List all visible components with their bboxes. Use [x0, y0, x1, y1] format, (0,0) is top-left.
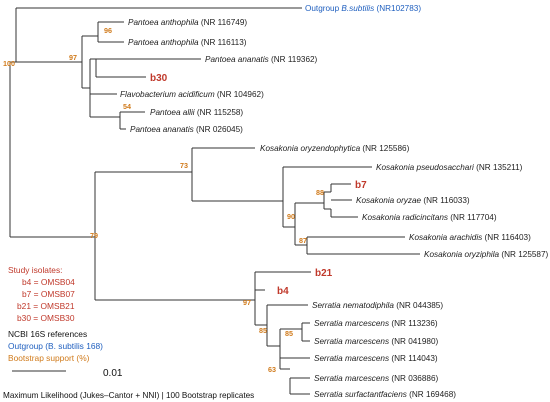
study-isolates: b30 b7 b21 b4 [150, 73, 367, 297]
leaf-label: Serratia nematodiphila (NR 044385) [312, 301, 443, 310]
bootstrap-value: 79 [90, 231, 98, 240]
leaf-label: Kosakonia arachidis (NR 116403) [409, 233, 531, 242]
legend-outgroup: Outgroup (B. subtilis 168) [8, 341, 103, 351]
leaf-label: Pantoea ananatis (NR 026045) [130, 125, 243, 134]
leaf-label: Kosakonia oryzae (NR 116033) [356, 196, 470, 205]
leaf-label: Serratia marcescens (NR 041980) [314, 337, 439, 346]
bootstrap-value: 87 [299, 236, 307, 245]
isolate-label-b7: b7 [355, 180, 367, 191]
method-caption: Maximum Likelihood (Jukes–Cantor + NNI) … [3, 391, 254, 400]
bootstrap-value: 73 [180, 161, 188, 170]
leaf-label: Pantoea anthophila (NR 116113) [128, 38, 247, 47]
bootstrap-values: 100 96 97 54 73 88 90 87 79 97 85 85 63 [3, 26, 324, 374]
leaf-label: Kosakonia oryziphila (NR 125587) [424, 250, 549, 259]
leaf-label: Kosakonia radicincitans (NR 117704) [362, 213, 497, 222]
legend-item: b21 = OMSB21 [17, 301, 75, 311]
isolate-label-b21: b21 [315, 268, 333, 279]
isolate-label-b4: b4 [277, 286, 289, 297]
leaf-label: Serratia marcescens (NR 113236) [314, 319, 438, 328]
legend-item: b30 = OMSB30 [17, 313, 75, 323]
bootstrap-value: 85 [259, 326, 267, 335]
legend-bootstrap: Bootstrap support (%) [8, 353, 90, 363]
leaf-label: Serratia marcescens (NR 036886) [314, 374, 439, 383]
leaf-label: Flavobacterium acidificum (NR 104962) [120, 90, 264, 99]
scale-bar: 0.01 [12, 368, 123, 379]
leaf-label: Serratia marcescens (NR 114043) [314, 354, 438, 363]
legend-ncbi: NCBI 16S references [8, 329, 87, 339]
leaf-label: Pantoea allii (NR 115258) [150, 108, 243, 117]
bootstrap-value: 90 [287, 212, 295, 221]
tree-leaf-labels: Outgroup B.subtilis (NR102783) Pantoea a… [120, 4, 549, 399]
legend: Study isolates: b4 = OMSB04 b7 = OMSB07 … [8, 265, 103, 363]
legend-item: b7 = OMSB07 [22, 289, 75, 299]
bootstrap-value: 54 [123, 102, 131, 111]
isolate-label-b30: b30 [150, 73, 168, 84]
leaf-label: Kosakonia pseudosacchari (NR 135211) [376, 163, 523, 172]
leaf-label: Kosakonia oryzendophytica (NR 125586) [260, 144, 410, 153]
leaf-label: Pantoea anthophila (NR 116749) [128, 18, 247, 27]
bootstrap-value: 88 [316, 188, 324, 197]
legend-title: Study isolates: [8, 265, 62, 275]
outgroup-label: Outgroup B.subtilis (NR102783) [305, 4, 421, 13]
bootstrap-value: 96 [104, 26, 112, 35]
bootstrap-value: 97 [69, 53, 77, 62]
tree-branches [9, 7, 420, 395]
leaf-label: Pantoea ananatis (NR 119362) [205, 55, 318, 64]
bootstrap-value: 63 [268, 365, 276, 374]
bootstrap-value: 100 [3, 59, 15, 68]
scale-bar-label: 0.01 [103, 368, 123, 379]
legend-item: b4 = OMSB04 [22, 277, 75, 287]
leaf-label: Serratia surfactantfaciens (NR 169468) [314, 390, 456, 399]
bootstrap-value: 85 [285, 329, 293, 338]
bootstrap-value: 97 [243, 298, 251, 307]
